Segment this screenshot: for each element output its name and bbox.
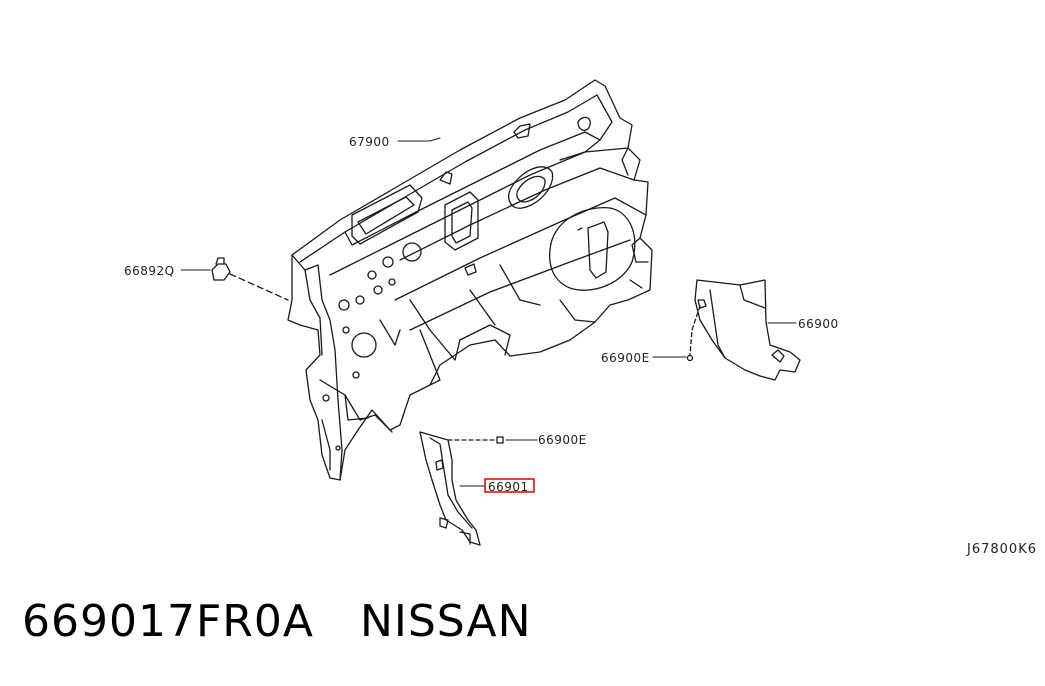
leader-lines — [180, 137, 797, 487]
callout-66892q: 66892Q — [124, 264, 175, 278]
part-caption: 669017FR0A NISSAN — [22, 596, 532, 647]
clip-66892q — [211, 257, 289, 301]
callout-labels: 67900 66892Q 66900 66900E 66900E 66901 — [124, 135, 839, 494]
trim-panel-66900 — [686, 279, 801, 381]
trim-panel-66901 — [419, 431, 504, 546]
part-number: 669017FR0A — [22, 596, 314, 647]
callout-66900e-lower: 66900E — [538, 433, 587, 447]
callout-66900: 66900 — [798, 317, 839, 331]
diagram-reference-code: J67800K6 — [967, 542, 1037, 557]
dash-panel-67900 — [287, 79, 653, 481]
callout-66901: 66901 — [488, 480, 529, 494]
callout-66900e-right: 66900E — [601, 351, 650, 365]
callout-66901-highlight-box — [484, 478, 535, 493]
brand-name: NISSAN — [359, 596, 532, 647]
callout-67900: 67900 — [349, 135, 390, 149]
